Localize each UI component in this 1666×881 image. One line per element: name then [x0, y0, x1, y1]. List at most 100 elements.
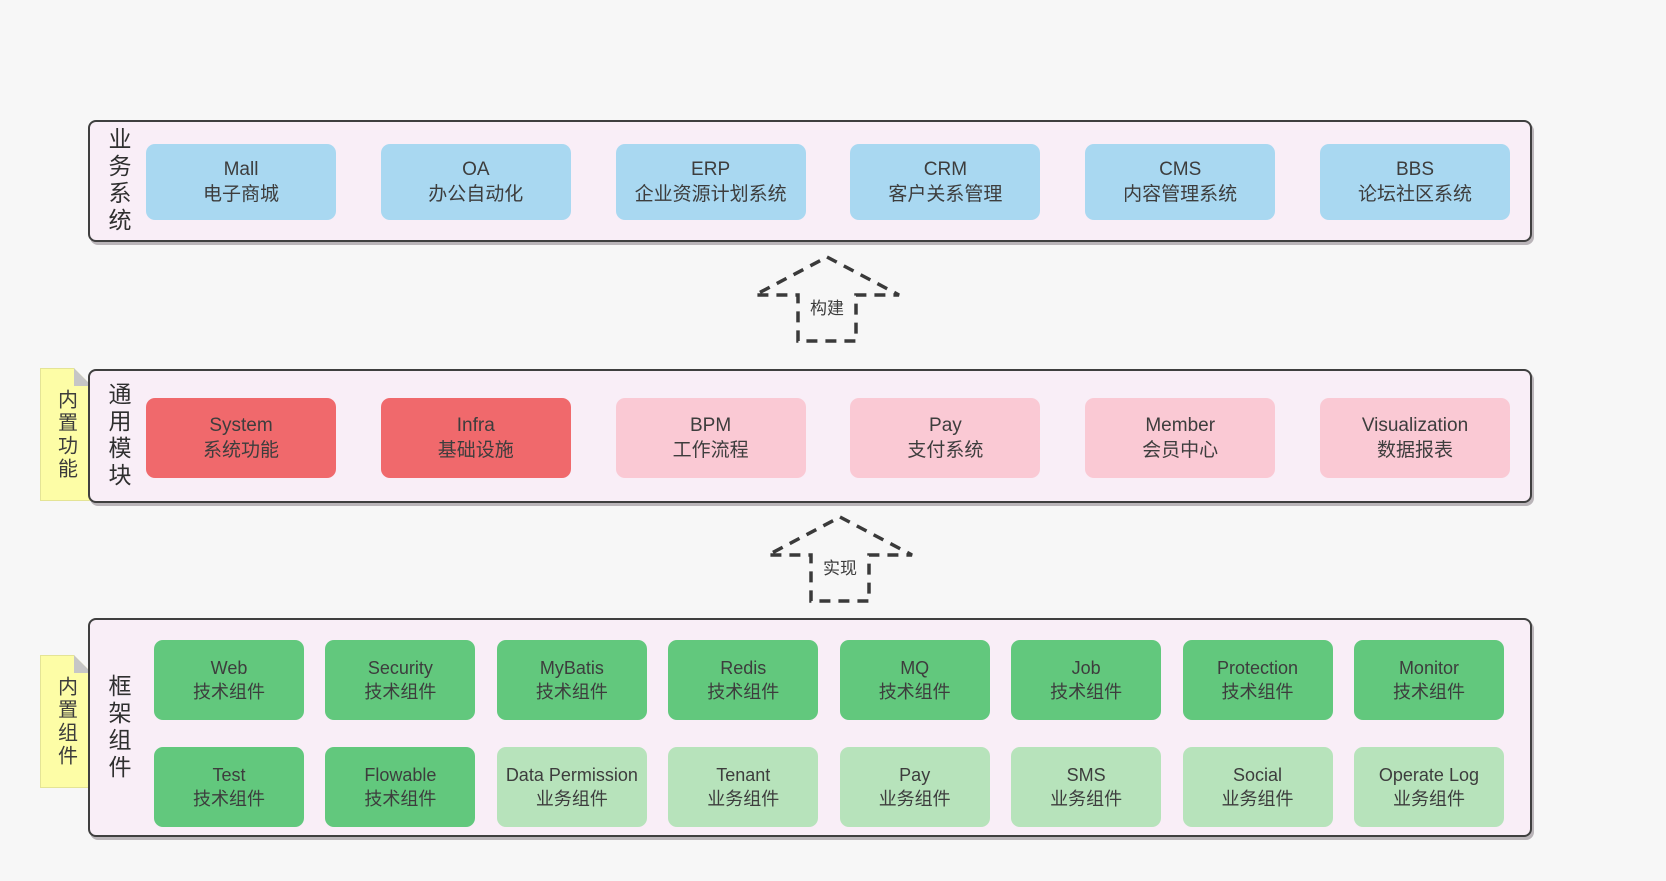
box-subtitle: 支付系统	[907, 440, 984, 461]
common-modules-row: System 系统功能 Infra 基础设施 BPM 工作流程 Pay 支付系统 Member 会…	[146, 398, 1510, 478]
framework-components-band: 框架组件 Web 技术组件 Security 技术组件 MyBatis 技术组件 Redis…	[88, 618, 1532, 837]
box-title: Member	[1145, 415, 1216, 436]
box-oa: OA 办公自动化	[380, 144, 571, 220]
box-subtitle: 业务组件	[1050, 789, 1123, 809]
box-erp: ERP 企业资源计划系统	[615, 144, 806, 220]
box-title: Web	[210, 658, 248, 678]
box-title: ERP	[691, 159, 731, 180]
box-subtitle: 内容管理系统	[1123, 184, 1238, 205]
box-subtitle: 业务组件	[707, 789, 780, 809]
box-title: SMS	[1066, 765, 1106, 785]
business-systems-row: Mall 电子商城 OA 办公自动化 ERP 企业资源计划系统 CRM 客户关系管理 CMS 内容…	[146, 144, 1510, 220]
box-subtitle: 系统功能	[202, 440, 279, 461]
build-arrow-label: 构建	[806, 294, 848, 319]
box-subtitle: 技术组件	[1050, 682, 1123, 702]
box-title: System	[209, 415, 273, 436]
box-subtitle: 论坛社区系统	[1357, 184, 1472, 205]
box-operate-log: Operate Log 业务组件	[1353, 747, 1504, 827]
built-in-components-tab-label: 内置组件	[54, 675, 77, 768]
box-sms: SMS 业务组件	[1011, 747, 1162, 827]
box-title: Pay	[929, 415, 962, 436]
box-title: Protection	[1217, 658, 1299, 678]
box-infra: Infra 基础设施	[380, 398, 571, 478]
box-flowable: Flowable 技术组件	[325, 747, 476, 827]
framework-components-label: 框架组件	[105, 673, 131, 782]
built-in-features-tab-label: 内置功能	[54, 388, 77, 481]
box-title: CMS	[1159, 159, 1202, 180]
box-title: BBS	[1395, 159, 1434, 180]
box-title: Data Permission	[505, 765, 638, 785]
box-tenant: Tenant 业务组件	[668, 747, 819, 827]
box-title: Operate Log	[1378, 765, 1479, 785]
box-subtitle: 技术组件	[878, 682, 951, 702]
box-title: Infra	[456, 415, 495, 436]
box-title: Mall	[223, 159, 259, 180]
box-subtitle: 企业资源计划系统	[634, 184, 787, 205]
box-title: BPM	[690, 415, 732, 436]
box-subtitle: 电子商城	[202, 184, 279, 205]
box-pay: Pay 支付系统	[850, 398, 1041, 478]
box-member: Member 会员中心	[1085, 398, 1276, 478]
box-social: Social 业务组件	[1182, 747, 1333, 827]
box-subtitle: 工作流程	[672, 440, 749, 461]
box-subtitle: 业务组件	[1221, 789, 1294, 809]
box-title: Monitor	[1398, 658, 1459, 678]
box-crm: CRM 客户关系管理	[850, 144, 1041, 220]
box-bpm: BPM 工作流程	[615, 398, 806, 478]
box-title: OA	[462, 159, 490, 180]
build-arrow: 构建	[752, 254, 902, 344]
box-title: Pay	[899, 765, 931, 785]
box-subtitle: 业务组件	[1392, 789, 1465, 809]
box-subtitle: 技术组件	[193, 789, 265, 809]
box-subtitle: 技术组件	[364, 682, 437, 702]
box-title: MyBatis	[539, 658, 604, 678]
box-subtitle: 技术组件	[364, 789, 437, 809]
implement-arrow: 实现	[765, 514, 915, 604]
box-subtitle: 技术组件	[1392, 682, 1465, 702]
box-title: Security	[367, 658, 433, 678]
built-in-features-tab: 内置功能	[40, 368, 92, 501]
box-subtitle: 客户关系管理	[888, 184, 1003, 205]
box-subtitle: 技术组件	[193, 682, 265, 702]
box-monitor: Monitor 技术组件	[1353, 640, 1504, 720]
box-cms: CMS 内容管理系统	[1085, 144, 1276, 220]
business-systems-band: 业务系统 Mall 电子商城 OA 办公自动化 ERP 企业资源计划系统 CRM 客户关系管理…	[88, 120, 1532, 242]
box-subtitle: 会员中心	[1142, 440, 1219, 461]
box-subtitle: 技术组件	[707, 682, 780, 702]
box-title: Test	[212, 765, 246, 785]
box-job: Job 技术组件	[1011, 640, 1162, 720]
box-data-permission: Data Permission 业务组件	[496, 747, 647, 827]
box-title: CRM	[923, 159, 968, 180]
box-subtitle: 技术组件	[535, 682, 608, 702]
box-subtitle: 业务组件	[878, 789, 951, 809]
box-title: Redis	[720, 658, 767, 678]
box-mall: Mall 电子商城	[146, 144, 336, 220]
common-modules-label: 通用模块	[105, 382, 131, 490]
box-bbs: BBS 论坛社区系统	[1319, 144, 1510, 220]
box-subtitle: 基础设施	[437, 440, 514, 461]
implement-arrow-label: 实现	[819, 554, 861, 579]
box-pay: Pay 业务组件	[839, 747, 990, 827]
box-protection: Protection 技术组件	[1182, 640, 1333, 720]
box-subtitle: 业务组件	[535, 789, 608, 809]
box-title: Social	[1233, 765, 1283, 785]
box-security: Security 技术组件	[325, 640, 476, 720]
box-title: Flowable	[364, 765, 437, 785]
box-title: Job	[1071, 658, 1101, 678]
box-title: Tenant	[716, 765, 771, 785]
box-title: Visualization	[1361, 415, 1469, 436]
common-modules-band: 通用模块 System 系统功能 Infra 基础设施 BPM 工作流程 Pay 支付系统 Me…	[88, 369, 1532, 503]
box-mybatis: MyBatis 技术组件	[496, 640, 647, 720]
box-subtitle: 办公自动化	[428, 184, 524, 205]
box-web: Web 技术组件	[154, 640, 304, 720]
box-system: System 系统功能	[146, 398, 336, 478]
built-in-components-tab: 内置组件	[40, 655, 92, 788]
box-subtitle: 技术组件	[1221, 682, 1294, 702]
business-systems-label: 业务系统	[105, 127, 131, 235]
box-test: Test 技术组件	[154, 747, 304, 827]
